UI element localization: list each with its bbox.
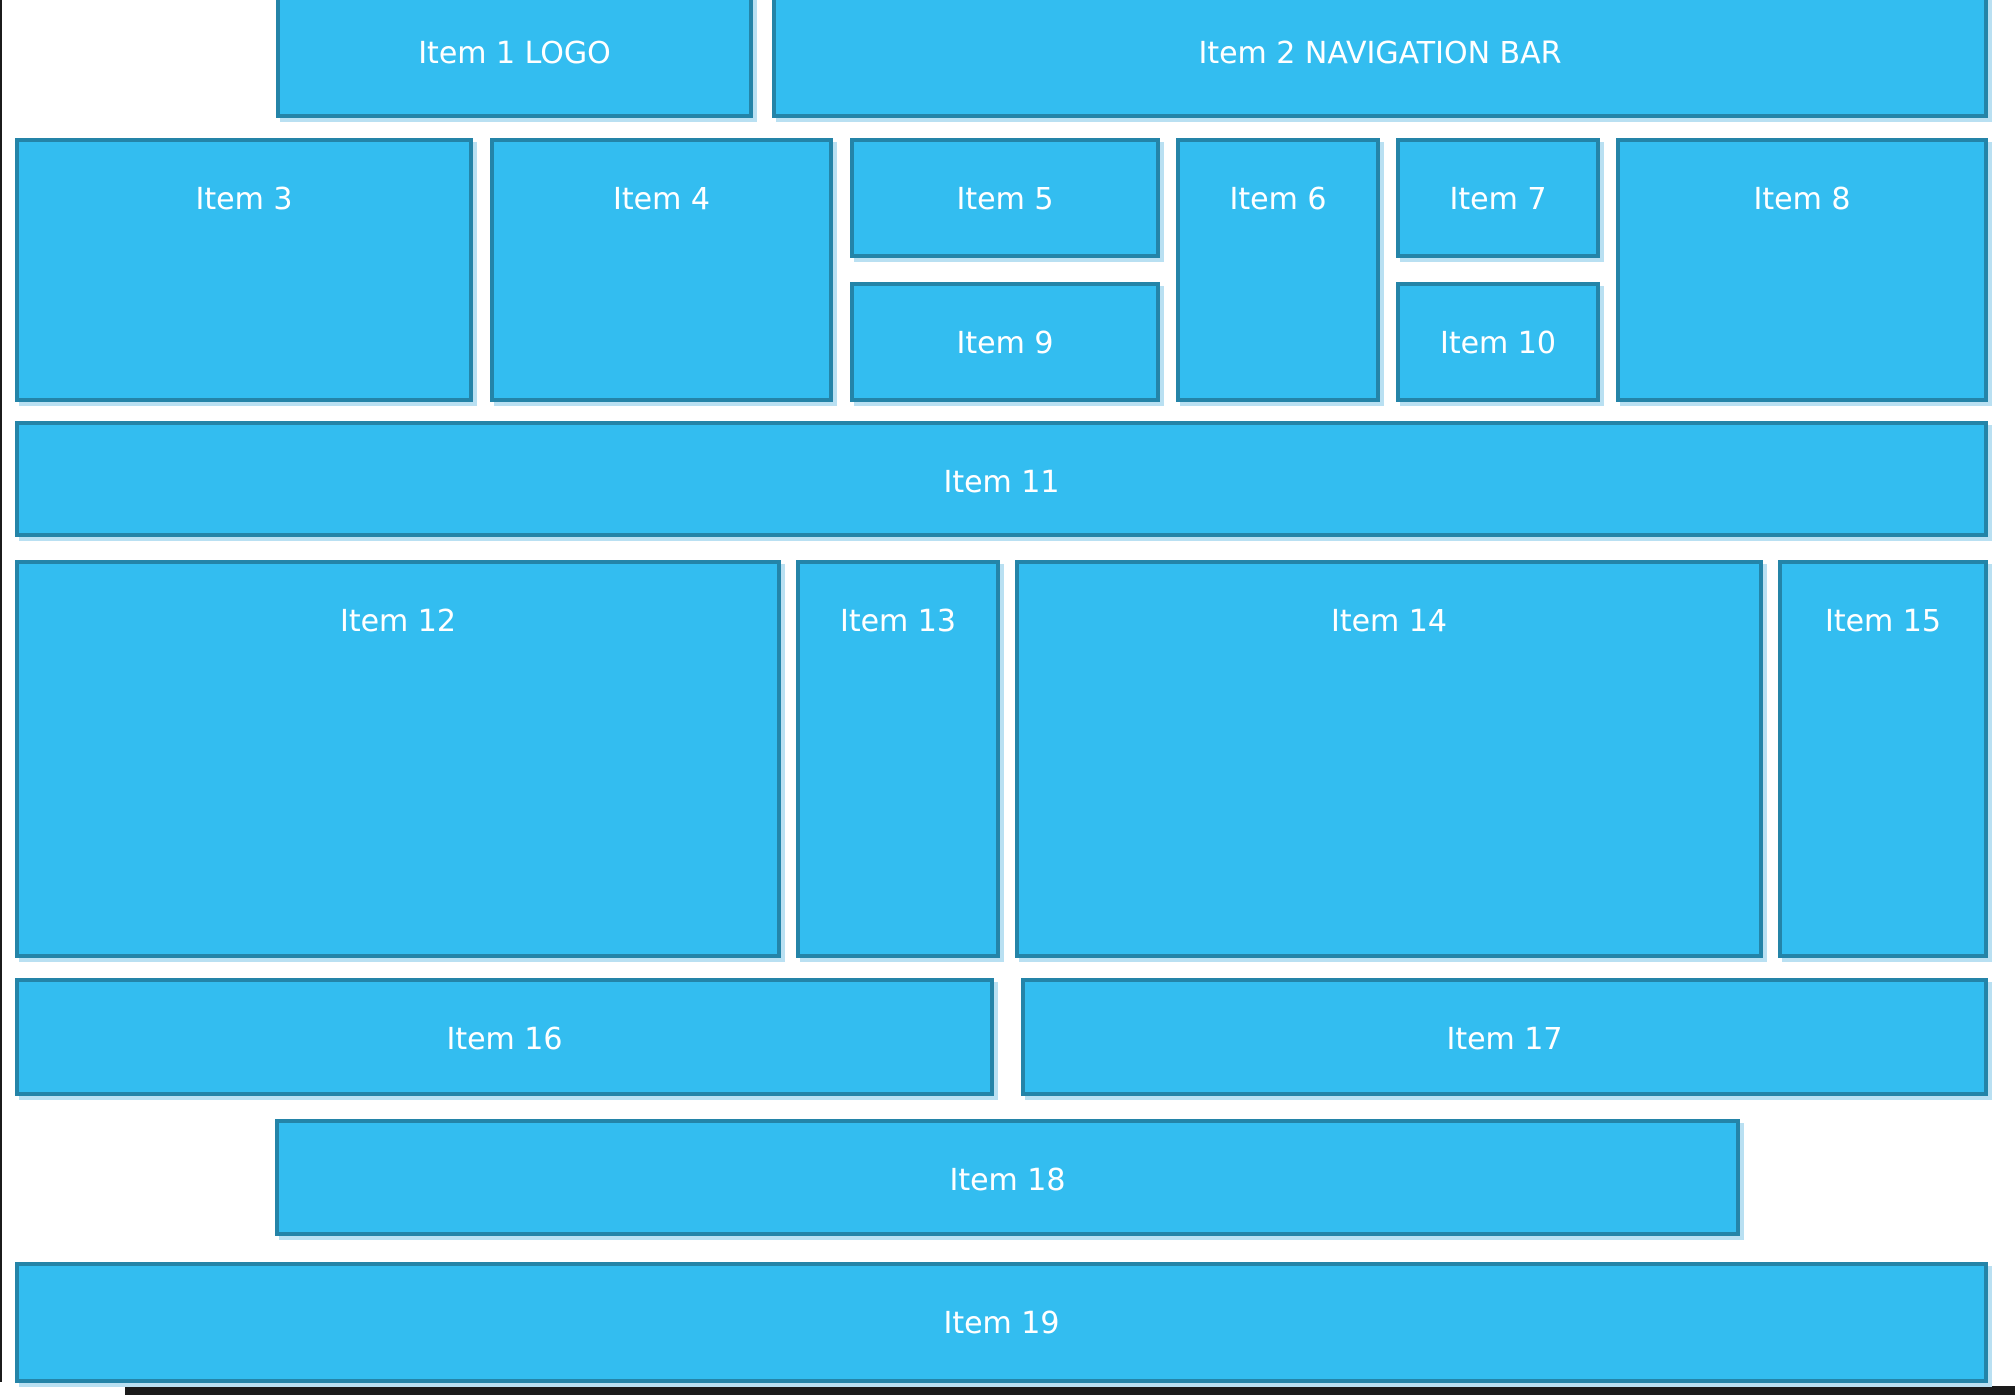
grid-item-15: Item 15 [1778, 560, 1988, 958]
grid-item-3: Item 3 [15, 138, 473, 402]
grid-item-10: Item 10 [1396, 282, 1600, 402]
grid-item-18: Item 18 [275, 1119, 1740, 1236]
grid-item-14: Item 14 [1015, 560, 1763, 958]
logo-box: Item 1 LOGO [276, 0, 753, 118]
window-left-edge [0, 0, 2, 1382]
grid-item-8: Item 8 [1616, 138, 1988, 402]
grid-item-12: Item 12 [15, 560, 781, 958]
grid-item-19: Item 19 [15, 1262, 1988, 1383]
grid-item-7: Item 7 [1396, 138, 1600, 258]
grid-item-17: Item 17 [1021, 978, 1988, 1096]
grid-item-13: Item 13 [796, 560, 1000, 958]
grid-item-16: Item 16 [15, 978, 994, 1096]
grid-item-5: Item 5 [850, 138, 1160, 258]
grid-item-6: Item 6 [1176, 138, 1380, 402]
navigation-bar-box: Item 2 NAVIGATION BAR [772, 0, 1988, 118]
grid-item-11: Item 11 [15, 421, 1988, 537]
window-bottom-edge [125, 1386, 2015, 1395]
grid-item-9: Item 9 [850, 282, 1160, 402]
grid-item-4: Item 4 [490, 138, 833, 402]
